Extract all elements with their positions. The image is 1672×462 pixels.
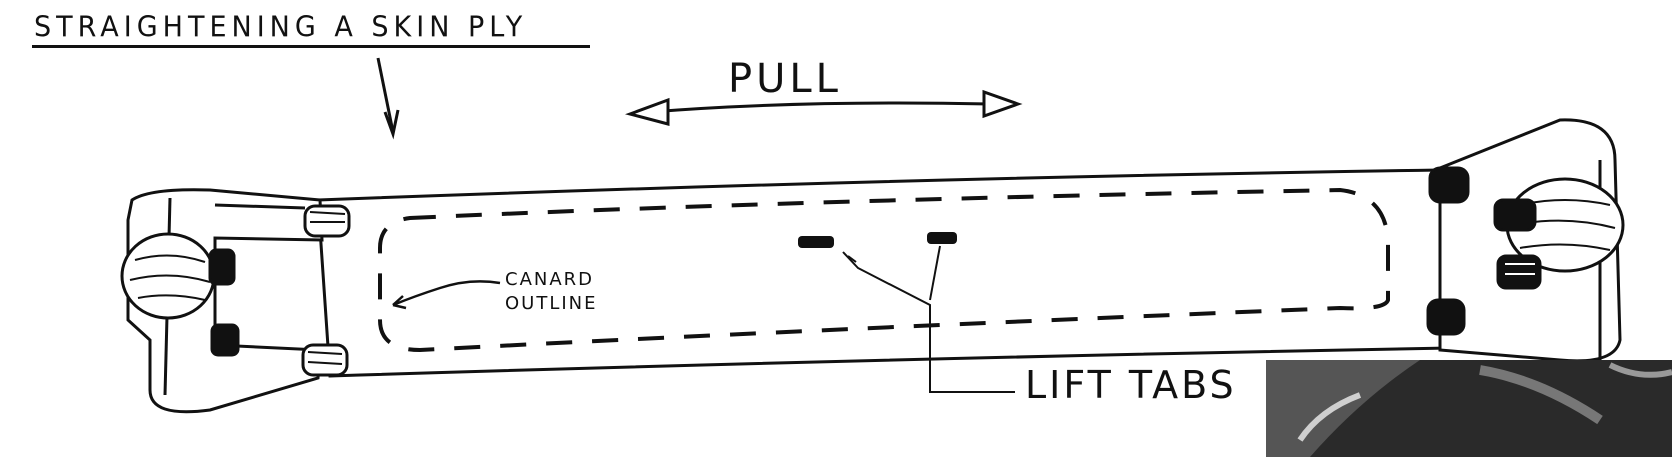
left-person-hand-bottom xyxy=(301,343,349,377)
lift-tab-right xyxy=(927,232,957,244)
right-person-hand-bottom xyxy=(1426,298,1466,336)
lift-tab-left xyxy=(798,236,834,248)
pull-label: PULL xyxy=(728,56,842,102)
canard-outline xyxy=(378,187,1390,353)
left-person xyxy=(120,188,351,414)
title-underline xyxy=(32,45,590,48)
right-person-hand-top xyxy=(1428,166,1470,204)
canard-outline-label: CANARD OUTLINE xyxy=(505,268,598,316)
lift-tab-leaders xyxy=(842,245,1015,393)
canard-pointer xyxy=(392,280,501,307)
canard-label-line1: CANARD xyxy=(505,269,595,290)
canard-label-line2: OUTLINE xyxy=(505,293,598,314)
photo-fragment xyxy=(1266,360,1672,457)
lift-tabs-label: LIFT TABS xyxy=(1025,363,1237,407)
diagram-title: STRAIGHTENING A SKIN PLY xyxy=(34,11,528,44)
right-person xyxy=(1426,118,1625,363)
down-arrow xyxy=(376,57,400,140)
pull-arrow xyxy=(625,89,1023,126)
